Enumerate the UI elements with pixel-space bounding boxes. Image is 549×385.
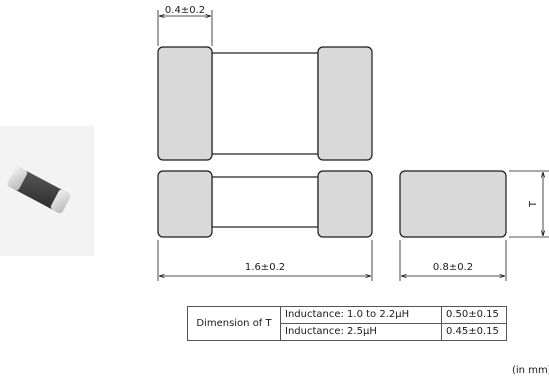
width-dimension: 0.8±0.2 xyxy=(399,240,507,281)
electrode-width-dimension: 0.4±0.2 xyxy=(157,5,213,46)
side-view-left-electrode xyxy=(157,170,213,238)
side-view-body xyxy=(211,176,319,228)
top-view xyxy=(157,46,373,161)
thickness-label: T xyxy=(528,200,539,208)
end-view-electrode xyxy=(399,170,507,238)
electrode-width-label: 0.4±0.2 xyxy=(165,5,205,16)
table-row: Dimension of T Inductance: 1.0 to 2.2μH … xyxy=(187,306,507,341)
unit-note: (in mm) xyxy=(512,365,549,376)
width-label: 0.8±0.2 xyxy=(433,262,473,273)
table-value-cell: 0.50±0.15 xyxy=(441,306,507,324)
top-view-body xyxy=(211,52,319,155)
side-view-right-electrode xyxy=(317,170,373,238)
length-dimension: 1.6±0.2 xyxy=(157,240,373,281)
chip-photo xyxy=(0,126,94,256)
top-view-left-electrode xyxy=(157,46,213,161)
end-view xyxy=(399,170,507,238)
thickness-table: Dimension of T Inductance: 1.0 to 2.2μH … xyxy=(187,306,507,341)
table-condition-cell: Inductance: 1.0 to 2.2μH xyxy=(280,306,442,324)
top-view-right-electrode xyxy=(317,46,373,161)
table-condition-cell: Inductance: 2.5μH xyxy=(280,323,442,341)
length-label: 1.6±0.2 xyxy=(245,262,285,273)
side-view xyxy=(157,170,373,238)
thickness-dimension: T xyxy=(509,170,549,238)
chip-left-terminal xyxy=(7,166,28,191)
table-row: Inductance: 2.5μH 0.45±0.15 xyxy=(188,323,507,341)
table-value-cell: 0.45±0.15 xyxy=(441,323,507,341)
table-label-cell: Dimension of T xyxy=(187,306,281,341)
chip-right-terminal xyxy=(50,189,71,214)
